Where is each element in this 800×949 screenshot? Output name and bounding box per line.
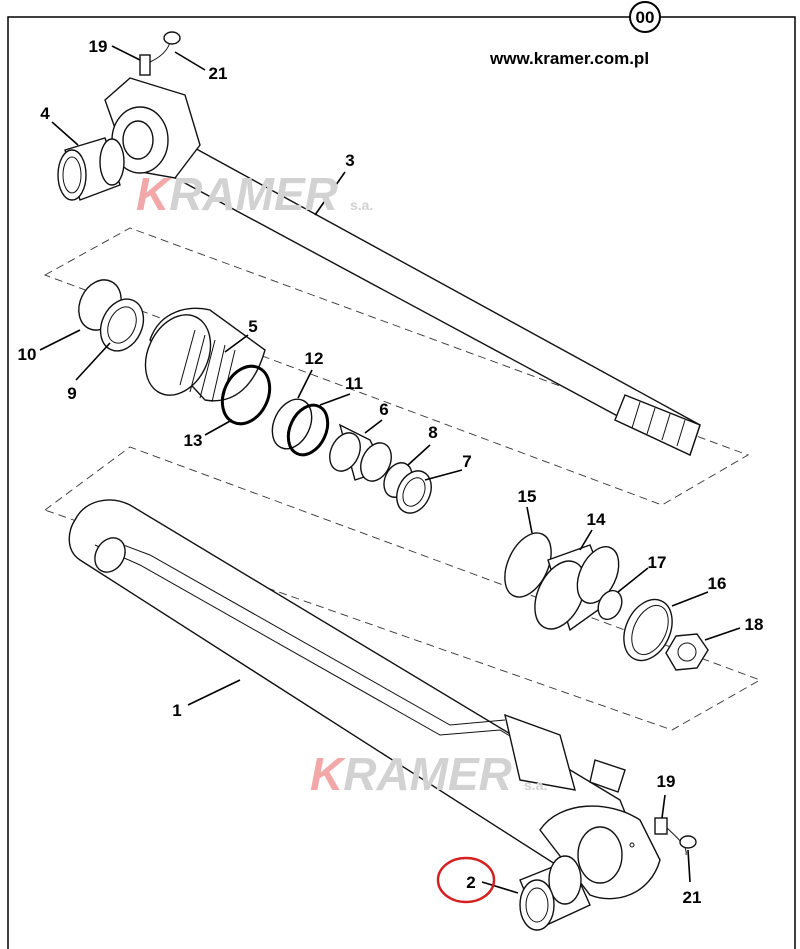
watermark-suffix: s.a. xyxy=(524,777,547,793)
grease-nipple-top xyxy=(139,31,181,76)
callout-12: 12 xyxy=(305,349,324,368)
o-ring-13 xyxy=(220,364,272,426)
callout-labels: 19 21 4 3 5 10 9 12 11 13 6 8 7 15 14 17… xyxy=(18,37,764,907)
grease-nipple-bottom xyxy=(654,817,697,856)
o-ring-11 xyxy=(286,403,330,457)
callout-13: 13 xyxy=(184,431,203,450)
highlight-circle xyxy=(436,856,496,904)
page-badge: 00 xyxy=(629,1,661,33)
cylinder-barrel xyxy=(68,499,661,900)
callout-3: 3 xyxy=(345,151,354,170)
callout-19-top: 19 xyxy=(89,37,108,56)
ring-16 xyxy=(623,598,673,662)
callout-19-bottom: 19 xyxy=(657,772,676,791)
watermark-suffix: s.a. xyxy=(350,197,373,213)
callout-17: 17 xyxy=(648,553,667,572)
callout-10: 10 xyxy=(18,345,37,364)
bushing-4 xyxy=(57,137,125,201)
o-ring-17 xyxy=(597,589,623,621)
callout-21-bottom: 21 xyxy=(683,888,702,907)
callout-6: 6 xyxy=(379,400,388,419)
seal-7 xyxy=(396,470,432,514)
callout-21-top: 21 xyxy=(209,64,228,83)
watermark-bottom: KRAMER s.a. xyxy=(310,748,547,800)
callout-9: 9 xyxy=(67,384,76,403)
callout-16: 16 xyxy=(708,574,727,593)
assembly-plane-lower xyxy=(44,446,762,731)
callout-7: 7 xyxy=(462,452,471,471)
callout-1: 1 xyxy=(172,701,181,720)
callout-8: 8 xyxy=(428,423,437,442)
nut-18 xyxy=(665,633,709,671)
gland-5 xyxy=(144,307,266,405)
callout-14: 14 xyxy=(587,510,606,529)
page-number: 00 xyxy=(636,8,655,27)
leader-lines xyxy=(39,45,741,894)
callout-2: 2 xyxy=(466,873,475,892)
spacer-6 xyxy=(329,423,392,482)
ring-15 xyxy=(504,532,552,598)
callout-11: 11 xyxy=(345,374,363,393)
callout-5: 5 xyxy=(248,317,257,336)
watermark-brand: KRAMER xyxy=(310,748,512,800)
wiper-9 xyxy=(99,298,145,352)
piston-rod xyxy=(104,77,701,457)
watermark-brand: KRAMER xyxy=(136,168,338,220)
callout-4: 4 xyxy=(40,104,50,123)
callout-15: 15 xyxy=(518,487,537,506)
callout-18: 18 xyxy=(745,615,764,634)
bushing-2 xyxy=(519,855,591,931)
website-url: www.kramer.com.pl xyxy=(489,49,649,68)
frame-border xyxy=(7,16,796,949)
watermark-top: KRAMER s.a. xyxy=(136,168,373,220)
piston-14 xyxy=(534,544,620,632)
assembly-plane-upper xyxy=(43,227,750,506)
